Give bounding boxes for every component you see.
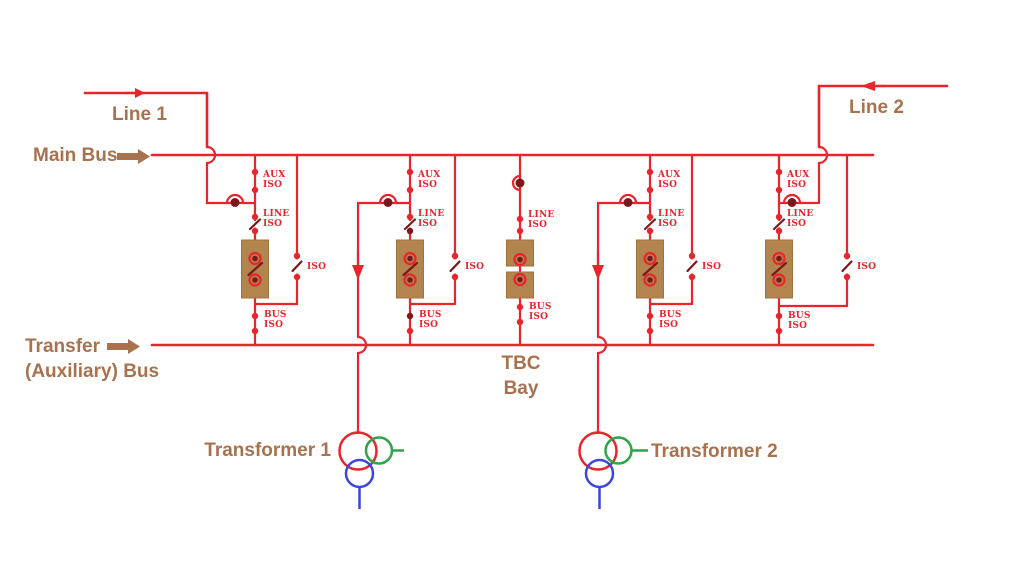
line-2-label: Line 2	[849, 97, 904, 118]
transformer-2-symbol	[578, 431, 648, 509]
wire-hop	[356, 335, 368, 355]
main-bus-label: Main Bus	[33, 145, 118, 166]
bay-4-bypass-isolator	[686, 153, 698, 306]
iso-blade	[686, 260, 698, 273]
transformer-1-feeder	[352, 193, 412, 435]
line-iso-blade	[772, 218, 786, 231]
primary-winding	[578, 431, 618, 471]
bay-4-bypass-iso-label: ISO	[702, 262, 722, 272]
bay-5-bypass-isolator	[841, 153, 853, 308]
secondary-winding	[344, 458, 375, 489]
transformer-1-symbol	[338, 431, 404, 509]
bay-1-bypass-iso-label: ISO	[307, 262, 327, 272]
wire-hop	[596, 335, 608, 355]
ct-dot	[623, 198, 633, 207]
ct-dot	[787, 198, 797, 207]
ct-arc	[378, 193, 398, 205]
wire-hop	[817, 145, 829, 165]
transformer-2-feeder	[592, 193, 652, 435]
bay-2-bypass-isolator	[449, 153, 461, 306]
tertiary-winding	[364, 436, 394, 465]
transfer-bus-arrow-icon	[107, 339, 140, 354]
breaker-blade	[642, 261, 659, 277]
bay-5-bypass-iso-label: ISO	[857, 262, 877, 272]
bay-3-tbc	[506, 153, 534, 347]
line-2-feeder	[777, 81, 949, 207]
line-2-flow-arrow-icon	[861, 81, 875, 91]
ct-arc	[511, 174, 522, 192]
flow-arrow-down-icon	[592, 265, 604, 280]
ct-arc	[782, 193, 802, 205]
transfer-bus-label: Transfer (Auxiliary) Bus	[25, 336, 160, 382]
ct-arc	[225, 193, 245, 205]
iso-blade	[841, 260, 853, 273]
bay-4-transformer-2	[636, 153, 698, 347]
transformer-1-label: Transformer 1	[204, 440, 331, 461]
tertiary-winding	[604, 436, 633, 465]
main-bus-arrow-icon	[117, 149, 150, 164]
bay-2-bypass-iso-label: ISO	[465, 262, 485, 272]
secondary-winding	[584, 458, 615, 489]
flow-arrow-down-icon	[352, 265, 364, 280]
line-1-flow-arrow-icon	[135, 88, 145, 98]
iso-blade	[449, 260, 461, 273]
breaker-blade	[247, 261, 264, 277]
line-iso-blade	[403, 218, 417, 231]
ct-dot	[230, 198, 240, 207]
tbc-bay-label: TBC Bay	[501, 353, 541, 399]
ct-dot	[515, 178, 525, 188]
line-iso-blade	[248, 218, 262, 231]
line-1-feeder	[83, 88, 257, 207]
line-1-label: Line 1	[112, 104, 167, 125]
bay-1-bypass-isolator	[291, 153, 303, 306]
bay-2-transformer-1	[396, 153, 461, 347]
primary-winding	[338, 431, 378, 471]
ct-arc	[618, 193, 638, 205]
ct-dot	[383, 198, 393, 207]
breaker-blade	[771, 261, 788, 277]
transformer-2-label: Transformer 2	[651, 441, 778, 462]
breaker-blade	[402, 261, 419, 277]
wire-hop	[205, 145, 217, 165]
line-iso-blade	[643, 218, 657, 231]
bay-1-line-1	[241, 153, 303, 347]
bay-5-line-2	[765, 153, 853, 347]
iso-blade	[291, 260, 303, 273]
